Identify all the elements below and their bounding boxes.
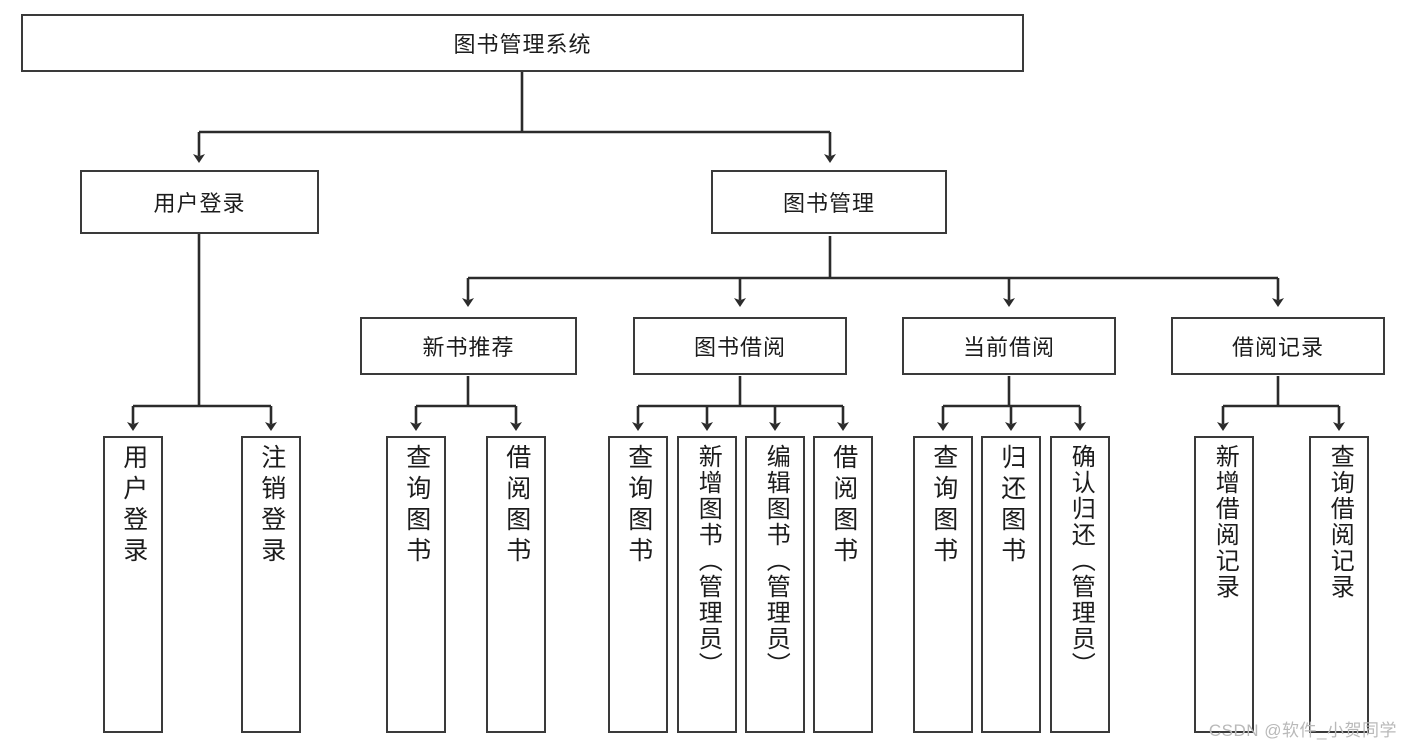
node-root-label: 图书管理系统 — [453, 32, 592, 57]
leaf-label: 查询图书 — [624, 444, 653, 568]
leaf-current-confirm-return-admin[interactable]: 确认归还（管理员） — [1050, 436, 1110, 733]
node-book-management[interactable]: 图书管理 — [711, 170, 947, 234]
leaf-borrow-edit-book-admin[interactable]: 编辑图书（管理员） — [745, 436, 805, 733]
leaf-record-add-record[interactable]: 新增借阅记录 — [1194, 436, 1254, 733]
leaf-label: 借阅图书 — [829, 444, 858, 568]
leaf-label: 用户登录 — [119, 444, 148, 568]
node-user-login-label: 用户登录 — [153, 191, 246, 216]
leaf-label: 注销登录 — [257, 444, 286, 568]
watermark-text: CSDN @软件_小贺同学 — [1208, 721, 1397, 740]
leaf-label: 新增图书（管理员） — [694, 444, 722, 678]
node-root-system[interactable]: 图书管理系统 — [21, 14, 1024, 72]
leaf-label: 借阅图书 — [502, 444, 531, 568]
leaf-borrow-add-book-admin[interactable]: 新增图书（管理员） — [677, 436, 737, 733]
leaf-current-query-book[interactable]: 查询图书 — [913, 436, 973, 733]
leaf-label: 查询借阅记录 — [1326, 444, 1354, 600]
node-current-borrow-label: 当前借阅 — [962, 335, 1055, 360]
node-borrow-record-label: 借阅记录 — [1231, 335, 1324, 360]
node-book-management-label: 图书管理 — [782, 191, 875, 216]
node-new-book-recommend[interactable]: 新书推荐 — [360, 317, 577, 375]
node-book-borrow[interactable]: 图书借阅 — [633, 317, 847, 375]
leaf-recommend-query-book[interactable]: 查询图书 — [386, 436, 446, 733]
node-current-borrow[interactable]: 当前借阅 — [902, 317, 1116, 375]
leaf-borrow-borrow-book[interactable]: 借阅图书 — [813, 436, 873, 733]
leaf-label: 确认归还（管理员） — [1067, 444, 1095, 678]
leaf-label: 查询图书 — [402, 444, 431, 568]
leaf-user-login-signout[interactable]: 注销登录 — [241, 436, 301, 733]
node-user-login[interactable]: 用户登录 — [80, 170, 319, 234]
node-book-borrow-label: 图书借阅 — [693, 335, 786, 360]
leaf-current-return-book[interactable]: 归还图书 — [981, 436, 1041, 733]
node-new-book-recommend-label: 新书推荐 — [422, 335, 515, 360]
leaf-label: 编辑图书（管理员） — [762, 444, 790, 678]
leaf-label: 新增借阅记录 — [1211, 444, 1239, 600]
leaf-label: 查询图书 — [929, 444, 958, 568]
leaf-record-query-record[interactable]: 查询借阅记录 — [1309, 436, 1369, 733]
leaf-label: 归还图书 — [997, 444, 1026, 568]
node-borrow-record[interactable]: 借阅记录 — [1171, 317, 1385, 375]
leaf-user-login-signin[interactable]: 用户登录 — [103, 436, 163, 733]
leaf-recommend-borrow-book[interactable]: 借阅图书 — [486, 436, 546, 733]
leaf-borrow-query-book[interactable]: 查询图书 — [608, 436, 668, 733]
